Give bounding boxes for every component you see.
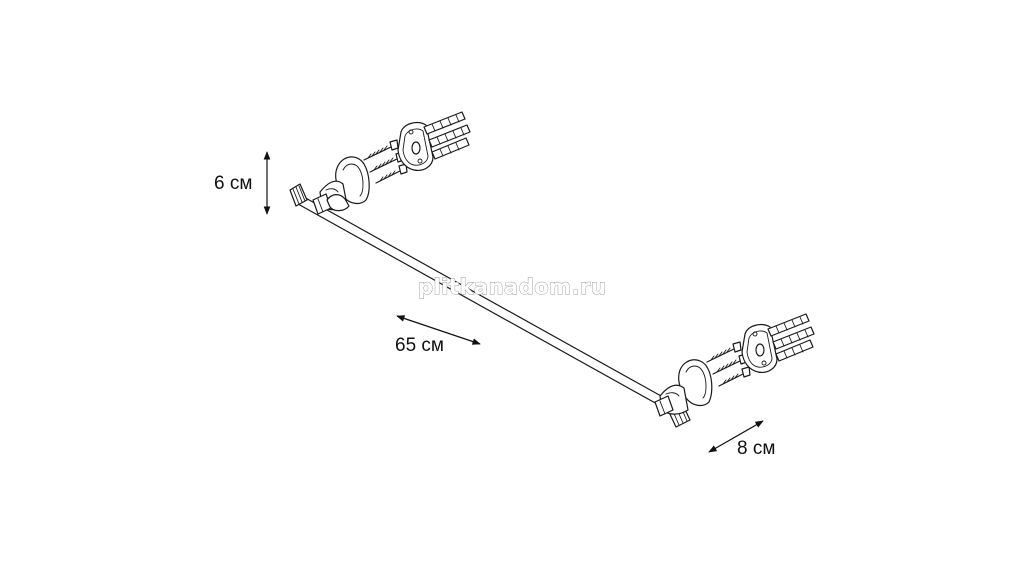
wall-plug-icon: [423, 111, 466, 135]
height-label: 6 см: [214, 173, 252, 194]
depth-arrow: [708, 420, 764, 453]
wall-plug-icon: [775, 339, 814, 362]
wall-plug-icon: [431, 137, 470, 160]
watermark-text: plitkanadom.ru: [418, 275, 606, 299]
depth-dimension: 8 см: [708, 420, 775, 459]
screw-icon: [363, 139, 399, 161]
right-wall-bracket: [654, 359, 713, 417]
right-mounting-plate: [741, 324, 778, 373]
screw-icon: [706, 341, 742, 363]
length-dimension: 65 см: [395, 315, 481, 356]
left-mounting-plate: [397, 122, 434, 171]
screw-icon: [718, 366, 751, 387]
towel-bar-rod: [297, 195, 680, 415]
right-wall-plugs: [767, 313, 815, 362]
left-wall-plugs: [423, 111, 471, 160]
wall-plug-icon: [428, 124, 471, 148]
left-end-cap: [289, 183, 308, 207]
depth-label: 8 см: [737, 438, 775, 459]
wall-plug-icon: [767, 313, 810, 337]
left-wall-bracket: [312, 156, 370, 215]
length-arrow: [396, 315, 481, 345]
wall-plug-icon: [772, 326, 815, 350]
length-label: 65 см: [395, 335, 444, 356]
height-dimension: 6 см: [214, 151, 271, 215]
